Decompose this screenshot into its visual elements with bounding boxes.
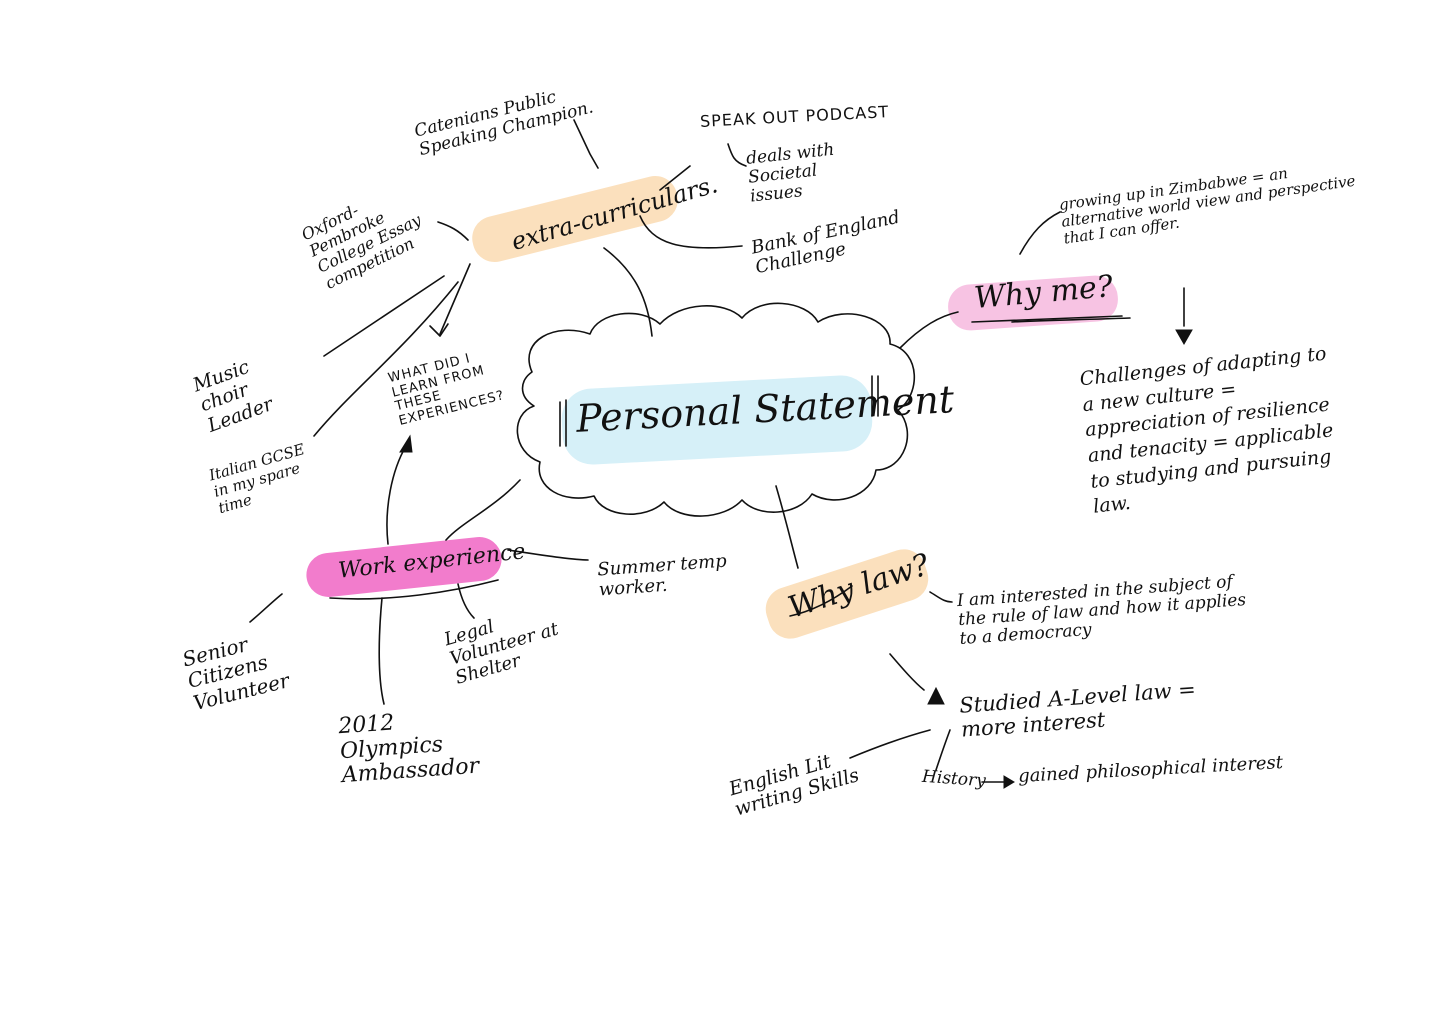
center-frame [559, 375, 879, 447]
podcast-detail: deals with Societal issues [745, 139, 836, 207]
olympics-note: 2012 Olympics Ambassador [337, 710, 480, 789]
center-cloud [516, 302, 916, 517]
challenges-note: Challenges of adapting to a new culture … [1078, 342, 1335, 518]
whyme-underline [971, 315, 1123, 323]
